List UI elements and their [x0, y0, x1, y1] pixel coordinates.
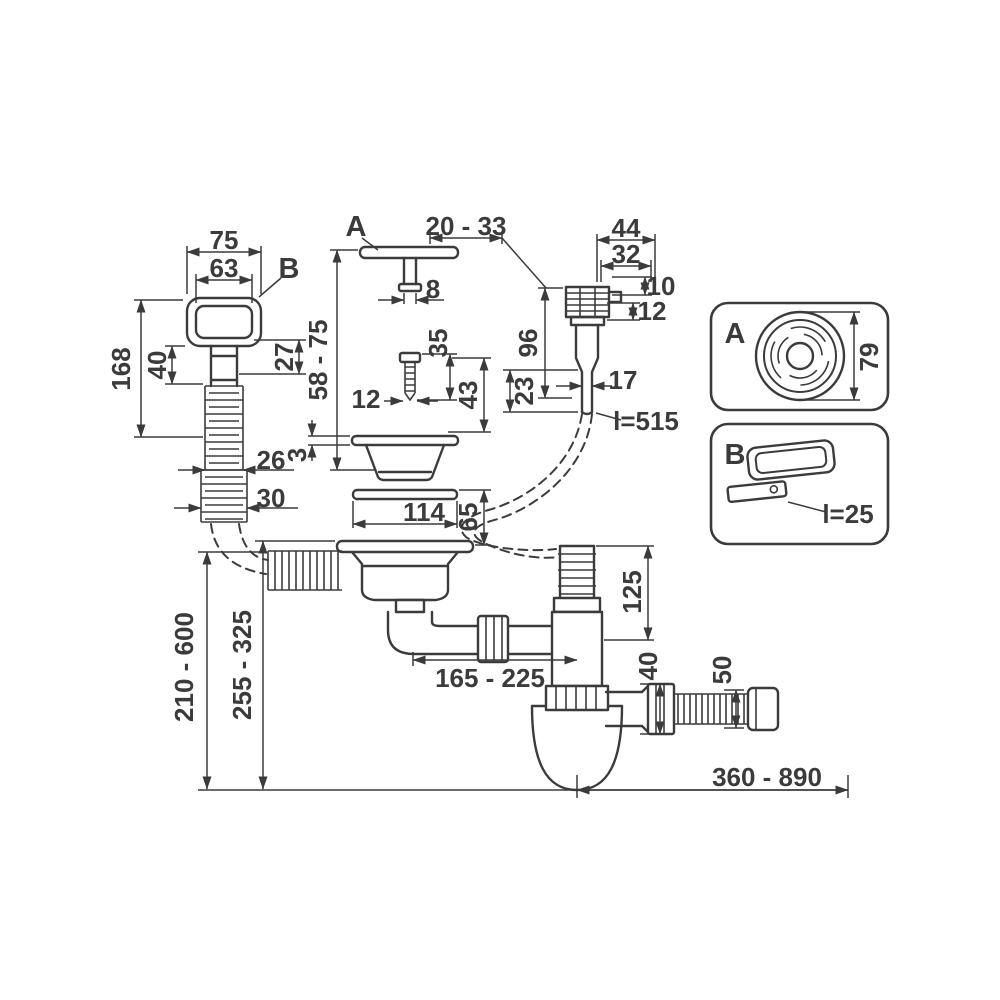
drain-cover-plate: [358, 245, 460, 260]
dim-12-washer-label: 12: [638, 296, 667, 326]
union-nut-hatch: [485, 616, 503, 662]
dim-l25-leader: [787, 501, 827, 513]
waste-elbow-inner: [430, 610, 558, 628]
drain-cover-ring: [763, 319, 837, 393]
dim-30-label: 30: [257, 483, 286, 513]
waste-elbow-outer: [386, 610, 558, 656]
drain-cover-slots-inner: [777, 333, 823, 379]
ref-a-leader: [361, 237, 379, 251]
overflow-head-assembly: 75 63 B 168 40 27 26 30: [106, 225, 306, 575]
dim-20-33-label: 20 - 33: [426, 211, 507, 241]
fitting-nut-hatch: [566, 287, 609, 317]
fitting-nut: [564, 285, 611, 319]
dim-165-225-label: 165 - 225: [435, 663, 545, 693]
dim-63-label: 63: [210, 253, 239, 283]
detail-box-a: A 79: [709, 301, 890, 412]
dim-26-label: 26: [257, 445, 286, 475]
strainer-cup: [364, 443, 446, 482]
dim-75-label: 75: [210, 225, 239, 255]
dim-40-outlet-label: 40: [633, 652, 663, 681]
dim-50-outlet-label: 50: [707, 656, 737, 685]
ref-a-label: A: [346, 211, 367, 243]
dim-35-label: 35: [423, 329, 453, 358]
dim-114-label: 114: [403, 497, 445, 527]
dim-44-label: 44: [612, 213, 641, 243]
strainer-body-boss: [394, 598, 426, 614]
drain-cover-assembly: A 20 - 33 8 58 - 75 35 12 43 3 65 114: [282, 211, 547, 546]
dim-l515-label: l=515: [613, 406, 679, 436]
cover-pin-foot: [397, 282, 423, 293]
detail-b-ref-label: B: [725, 439, 746, 471]
dim-12-screw-label: 12: [352, 384, 381, 414]
strainer-body: [350, 550, 460, 602]
overflow-stem: [209, 344, 239, 388]
outlet-corrugated-hose: [673, 693, 748, 725]
overflow-head-inner: [194, 304, 254, 340]
dim-43-label: 43: [453, 381, 483, 410]
overflow-hose-flex-edge-1: [210, 523, 267, 575]
corrugated-inlet-stub: [267, 550, 342, 591]
screw-head: [398, 351, 422, 364]
outlet-nut: [646, 682, 676, 736]
drain-cover-center: [785, 341, 815, 371]
overflow-cover-clip: [726, 480, 788, 504]
detail-box-b: B l=25: [709, 422, 890, 546]
dim-32-label: 32: [612, 239, 641, 269]
dim-255-325-label: 255 - 325: [227, 610, 257, 720]
barb-rings: [558, 553, 596, 595]
dim-210-600-label: 210 - 600: [169, 612, 199, 722]
detail-a-ref-label: A: [725, 318, 746, 350]
siphon-dimensions: 125 165 - 225 40 50 210 - 600 255 - 325 …: [169, 540, 849, 798]
outlet-pipe: [604, 684, 650, 734]
overflow-tube: [574, 323, 600, 416]
dim-l515-leader: [595, 412, 622, 421]
overflow-head-outer: [185, 296, 263, 348]
detail-a-frame: [709, 301, 890, 412]
fitting-washer: [569, 315, 606, 327]
dim-168-label: 168: [106, 347, 136, 390]
corrugated-hose-lower: [200, 469, 248, 523]
dim-8-label: 8: [426, 274, 440, 304]
gasket: [351, 488, 459, 501]
dim-l25-label: l=25: [822, 499, 873, 529]
drain-cover-outer: [754, 310, 846, 402]
detail-b-frame: [709, 422, 890, 546]
locking-screw: [404, 362, 416, 402]
dim-23-label: 23: [509, 377, 539, 406]
dim-27-label: 27: [269, 343, 299, 372]
barb-collar: [552, 596, 602, 614]
overflow-cover-plate: [746, 439, 836, 481]
ref-b-label: B: [279, 253, 300, 285]
corrugated-hose-upper: [204, 385, 244, 471]
dim-20-33-leader: [501, 237, 547, 289]
dim-40-label: 40: [142, 351, 172, 380]
strainer-body-flange: [335, 539, 475, 554]
dim-79-label: 79: [854, 343, 884, 372]
dim-125-label: 125: [617, 570, 647, 613]
siphon-nut-hatch: [555, 686, 597, 710]
dim-360-890-label: 360 - 890: [712, 762, 822, 792]
dim-58-75-label: 58 - 75: [303, 320, 333, 401]
dim-10-label: 10: [647, 271, 676, 301]
drain-cover-slots-outer: [770, 326, 830, 386]
union-nut: [476, 614, 510, 664]
strainer-body-assembly: [267, 539, 780, 792]
ref-b-leader: [258, 277, 282, 298]
dim-17-label: 17: [609, 365, 638, 395]
dim-96-label: 96: [513, 329, 543, 358]
cover-pin: [402, 256, 418, 286]
dim-3-label: 3: [282, 448, 312, 462]
outlet-end-cuff: [746, 686, 780, 732]
strainer-cup-flange: [350, 434, 460, 447]
overflow-fitting-assembly: 44 32 10 12 96 23 17 l=515: [460, 213, 679, 559]
overflow-flex-tube-edge-2: [473, 413, 593, 559]
tee-body: [550, 610, 604, 688]
fitting-step: [607, 290, 623, 304]
